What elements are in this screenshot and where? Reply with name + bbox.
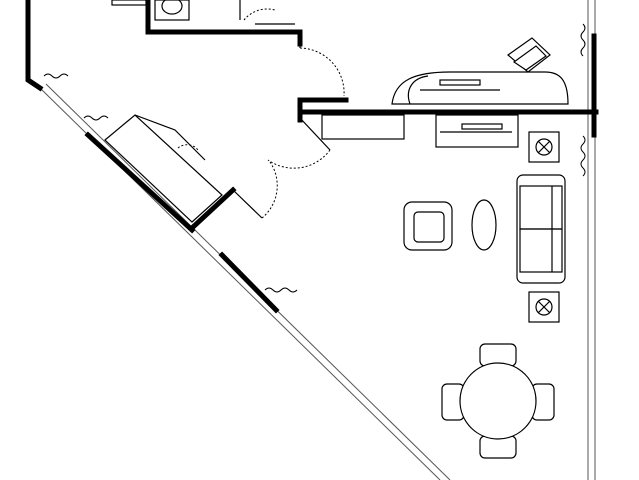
bed [391, 71, 569, 105]
walls [25, 0, 599, 314]
armchair [403, 201, 453, 251]
door-swings [232, 44, 345, 219]
end-table [528, 291, 560, 323]
sofa [516, 174, 566, 284]
desk [321, 114, 405, 140]
bathroom [111, 0, 295, 25]
toilet [154, 0, 190, 21]
living-area [403, 131, 566, 323]
dining-area [441, 343, 555, 459]
oval-coffee-table [471, 199, 497, 251]
storage [321, 114, 519, 148]
round-dining-table [459, 362, 537, 440]
curtains [43, 23, 586, 293]
wardrobe [104, 114, 223, 223]
bath-vanity [111, 0, 147, 6]
bedroom [391, 37, 569, 105]
dresser [435, 114, 519, 148]
end-table [528, 131, 560, 163]
lamp [507, 37, 551, 73]
